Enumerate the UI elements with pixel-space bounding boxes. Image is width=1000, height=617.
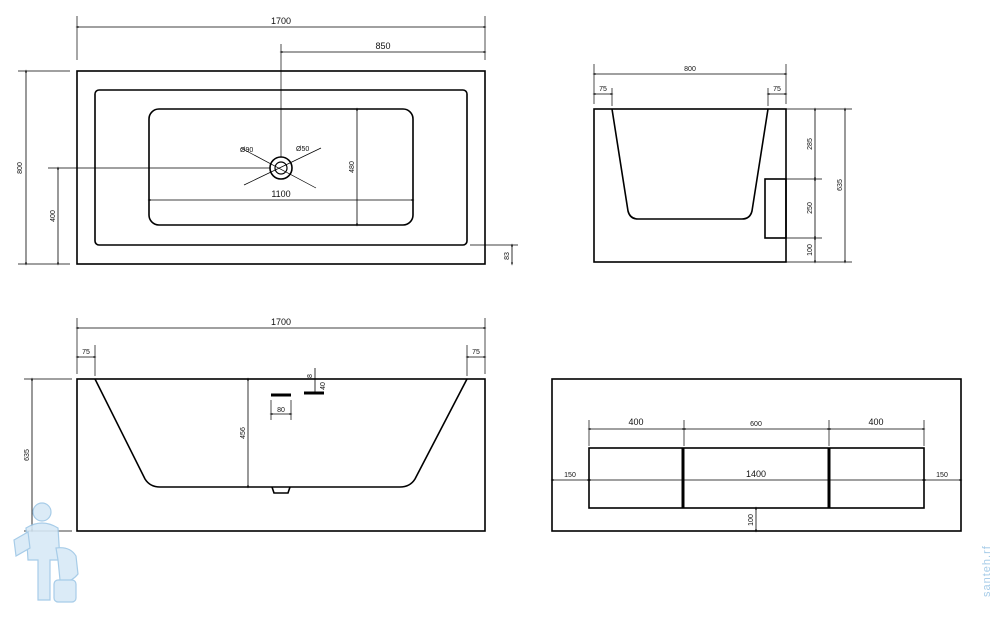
end-wall-left-label: 75	[599, 86, 607, 93]
end-view: 800 75 75 285 250 100 635	[592, 64, 852, 264]
bottom-seg-left-label: 400	[628, 417, 643, 427]
overflow-b-label: 40	[320, 382, 327, 390]
inner-width-label: 480	[349, 161, 356, 173]
top-width-label: 800	[17, 162, 24, 174]
overflow-width-label: 80	[277, 407, 285, 414]
side-length-label: 1700	[271, 317, 291, 327]
end-h-bottom-label: 100	[807, 244, 814, 256]
drain-inner-icon	[274, 161, 288, 175]
side-wall-right-label: 75	[472, 349, 480, 356]
bottom-seg-mid-label: 600	[750, 421, 762, 428]
drain-d2-label: Ø50	[296, 146, 309, 153]
end-view-outline	[593, 108, 787, 263]
side-view-basin	[94, 378, 468, 488]
side-wall-left-label: 75	[82, 349, 90, 356]
bottom-seg-right-label: 400	[868, 417, 883, 427]
plumber-logo-icon	[13, 502, 79, 603]
end-width-label: 800	[684, 66, 696, 73]
end-view-basin	[611, 108, 769, 220]
overflow-a-label: 8	[307, 374, 314, 378]
side-view: 1700 75 75 635 456 80 8 40	[24, 317, 487, 533]
bottom-margin-left-label: 150	[564, 472, 576, 479]
bottom-base-length-label: 1400	[746, 469, 766, 479]
top-view: Ø90 Ø50 1700 850 800 400 1100 480 83	[17, 16, 518, 266]
side-height-label: 635	[24, 449, 31, 461]
rim-offset-label: 83	[504, 252, 511, 260]
drain-icon	[269, 156, 293, 180]
end-total-height-label: 635	[837, 179, 844, 191]
watermark: santeh.rf	[13, 502, 993, 603]
end-view-panel	[764, 178, 787, 239]
side-depth-label: 456	[240, 427, 247, 439]
drain-y-label: 400	[50, 210, 57, 222]
side-view-outline	[76, 378, 486, 532]
inner-length-label: 1100	[271, 189, 290, 199]
bottom-offset-label: 100	[748, 514, 755, 526]
watermark-site-label: santeh.rf	[981, 545, 993, 597]
end-wall-right-label: 75	[773, 86, 781, 93]
side-drain-icon	[271, 486, 291, 494]
drain-d1-label: Ø90	[240, 147, 253, 154]
bottom-margin-right-label: 150	[936, 472, 948, 479]
bottom-view: 400 600 400 1400 150 150 100	[550, 378, 963, 533]
top-length-label: 1700	[271, 16, 291, 26]
drain-offset-label: 850	[375, 41, 390, 51]
end-h-mid-label: 250	[807, 202, 814, 214]
end-h-top-label: 285	[807, 138, 814, 150]
